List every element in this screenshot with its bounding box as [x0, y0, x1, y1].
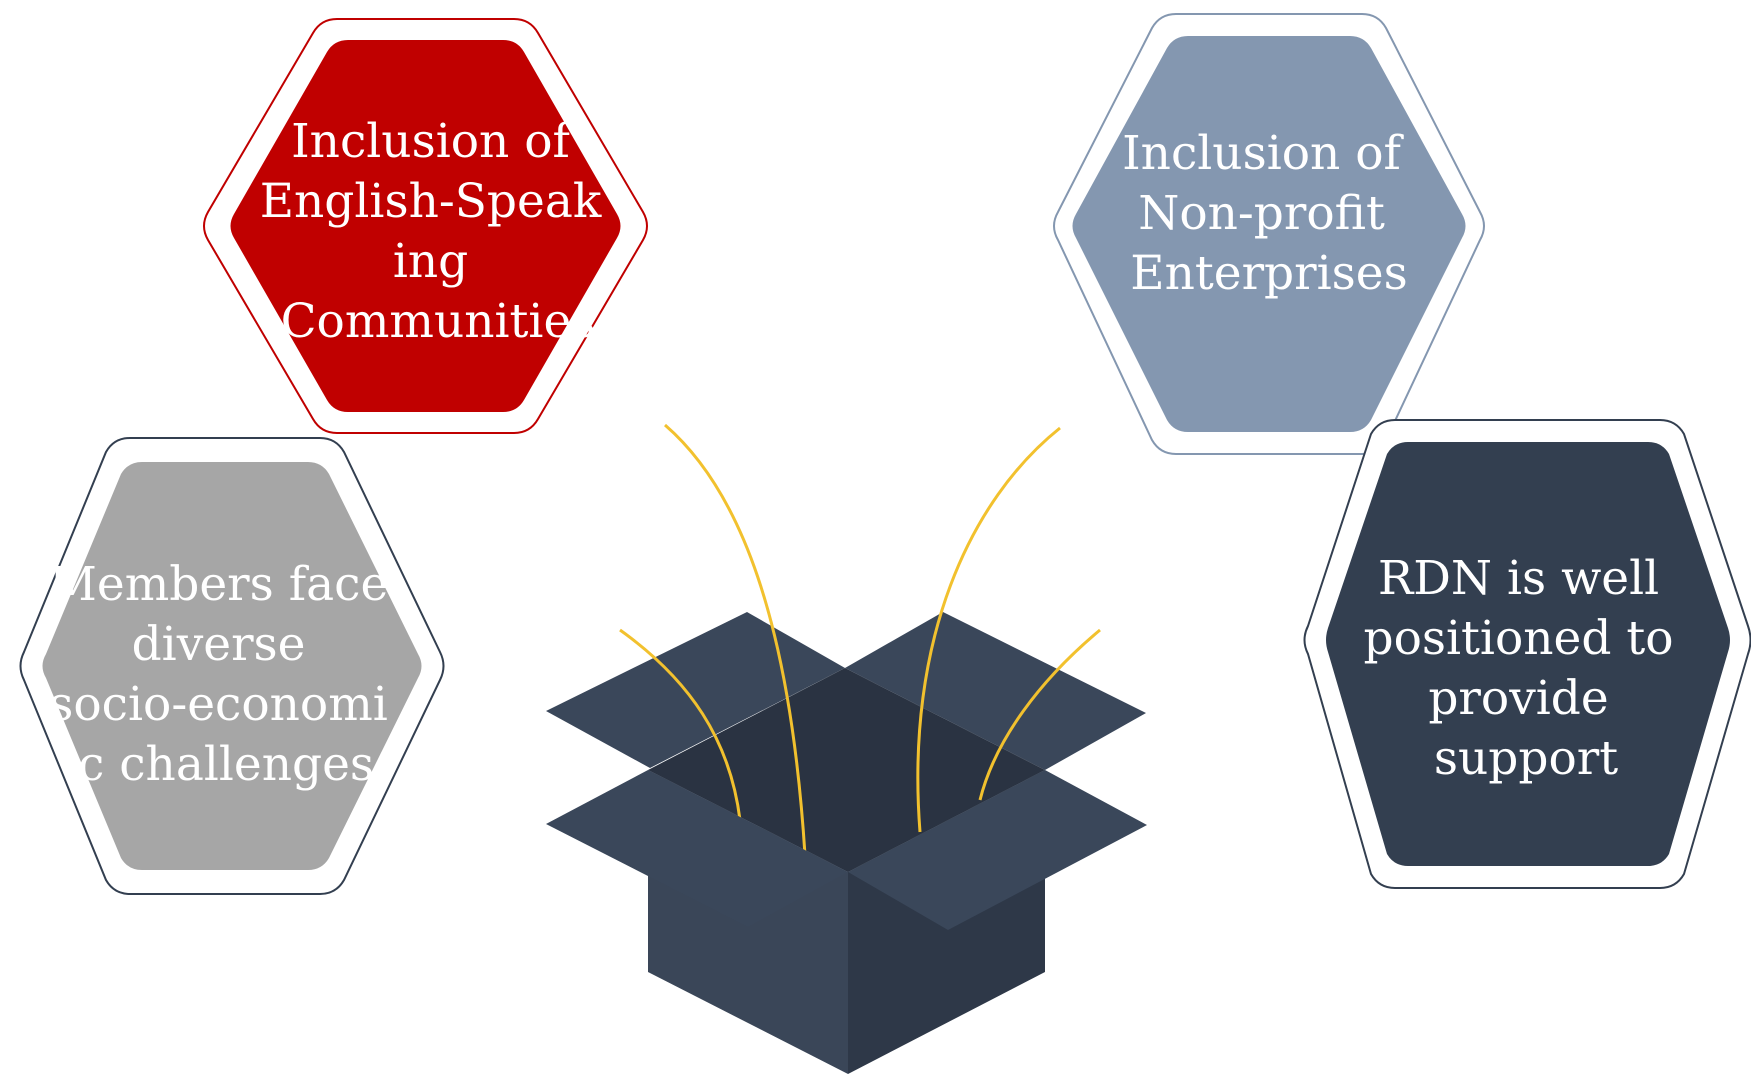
hexagon-non-profit-line: Non-profit: [1138, 186, 1385, 241]
hexagon-members-line: diverse: [132, 617, 306, 672]
hexagon-rdn-text: RDN is well positioned to provide suppor…: [1364, 551, 1689, 786]
hexagon-english-line: Communities: [281, 294, 596, 349]
hexagon-non-profit-text: Inclusion of Non-profit Enterprises: [1122, 126, 1416, 301]
hexagon-english-line: ing: [393, 234, 468, 289]
hexagon-non-profit-fill: [1072, 36, 1466, 432]
streamer-3: [916, 426, 1061, 833]
hexagon-rdn-line: positioned to: [1364, 611, 1674, 666]
hexagon-non-profit-line: Inclusion of: [1122, 126, 1404, 181]
hexagon-rdn-line: RDN is well: [1378, 551, 1659, 606]
hexagon-rdn-fill: [1326, 442, 1730, 866]
streamer-1: [619, 628, 742, 821]
box-interior: [648, 668, 1045, 872]
hexagon-rdn: RDN is well positioned to provide suppor…: [1303, 419, 1751, 889]
streamer-lines: [619, 423, 1101, 856]
hexagon-rdn-line: provide: [1428, 671, 1608, 726]
hexagon-members-line: Members face: [49, 557, 389, 612]
hexagon-english-fill: [230, 40, 621, 412]
streamer-2: [664, 423, 807, 856]
hexagon-non-profit-line: Enterprises: [1130, 246, 1407, 301]
hexagon-members-line: socio-economi: [49, 677, 388, 732]
hexagon-members-text: Members face diverse socio-economi c cha…: [49, 557, 403, 792]
box-back-left-flap: [546, 612, 845, 768]
hexagon-members-line: c challenges: [78, 737, 374, 792]
hexagon-members-fill: [42, 462, 422, 870]
hexagon-english-text: Inclusion of English-Speak ing Communiti…: [260, 114, 617, 349]
open-box-icon: [546, 423, 1147, 1074]
hexagon-non-profit: Inclusion of Non-profit Enterprises: [1053, 13, 1485, 455]
hexagon-rdn-line: support: [1434, 731, 1618, 786]
box-back-right-flap: [845, 612, 1146, 770]
box-front-left-flap: [546, 770, 848, 927]
hexagon-members: Members face diverse socio-economi c cha…: [19, 437, 445, 895]
hexagon-english-line: Inclusion of: [291, 114, 573, 169]
hexagon-english-speaking: Inclusion of English-Speak ing Communiti…: [203, 18, 648, 434]
box-front-right-flap: [848, 770, 1147, 930]
streamer-4: [978, 628, 1101, 801]
hexagon-english-line: English-Speak: [260, 174, 602, 229]
